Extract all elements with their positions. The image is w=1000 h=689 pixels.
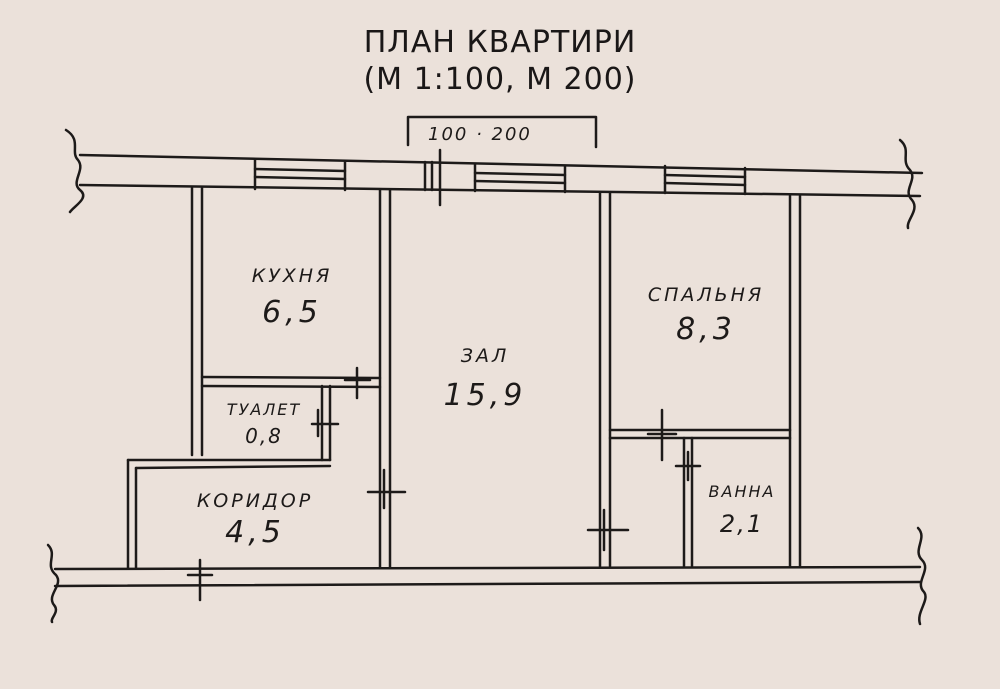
toilet-walls bbox=[310, 384, 340, 462]
window-kitchen bbox=[253, 158, 347, 192]
bathroom-name: ВАННА bbox=[708, 482, 776, 501]
hall-name: ЗАЛ bbox=[460, 345, 510, 367]
hall-right-wall bbox=[586, 191, 630, 568]
kitchen-name: КУХНЯ bbox=[251, 265, 333, 287]
hall-area: 15,9 bbox=[443, 378, 527, 413]
bedroom-right-wall bbox=[788, 194, 802, 568]
plan-subtitle: (М 1:100, М 200) bbox=[363, 62, 637, 97]
bathroom-walls bbox=[608, 408, 792, 568]
vent-shaft bbox=[423, 148, 442, 207]
scale-bar-label: 100 · 200 bbox=[428, 124, 532, 145]
corridor-name: КОРИДОР bbox=[196, 490, 314, 512]
window-hall bbox=[473, 162, 567, 194]
bedroom-name: СПАЛЬНЯ bbox=[647, 284, 765, 306]
kitchen-walls bbox=[190, 186, 382, 457]
kitchen-area: 6,5 bbox=[262, 295, 322, 330]
bottom-exterior-wall bbox=[46, 526, 927, 626]
bathroom-area: 2,1 bbox=[719, 510, 765, 538]
corridor-area: 4,5 bbox=[225, 515, 285, 550]
top-exterior-wall bbox=[64, 128, 924, 230]
plan-title: ПЛАН КВАРТИРИ bbox=[363, 25, 637, 60]
toilet-name: ТУАЛЕТ bbox=[226, 400, 302, 419]
toilet-area: 0,8 bbox=[245, 424, 283, 448]
window-bedroom bbox=[663, 164, 747, 196]
hall-left-wall bbox=[366, 188, 407, 570]
scale-bracket bbox=[406, 115, 598, 149]
bedroom-area: 8,3 bbox=[676, 312, 736, 347]
corridor-walls bbox=[126, 458, 332, 570]
